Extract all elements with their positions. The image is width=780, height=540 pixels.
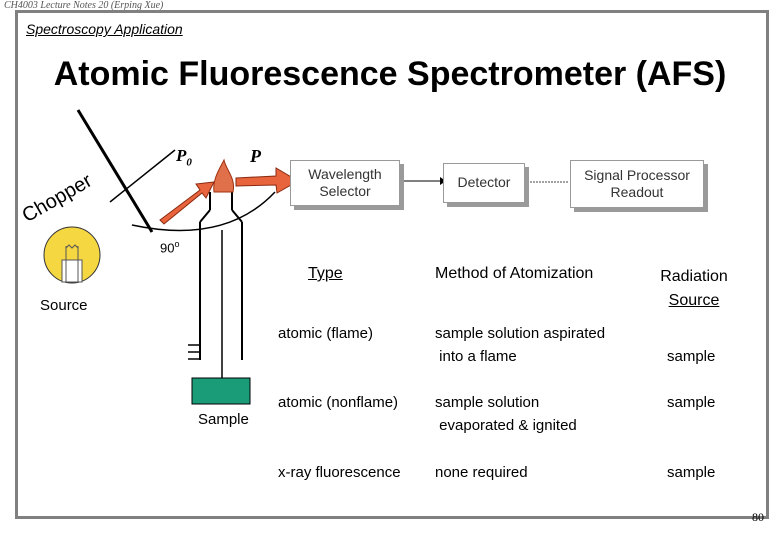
signal-processor-line2: Readout [610,184,664,200]
table-row-radiation: sample [667,464,716,481]
fluorescence-arrow-icon [235,167,299,194]
table-row-method-line1: sample solution [435,394,540,411]
slide-title: Atomic Fluorescence Spectrometer (AFS) [53,55,727,93]
table-row-method-line2: evaporated & ignited [435,416,577,434]
excitation-arrow-icon [159,181,215,225]
table-row-method: sample solution evaporated & ignited [435,392,577,437]
page-number: 80 [752,510,764,524]
table-row-radiation: sample [667,394,716,411]
table-row-method-line1: sample solution aspirated [435,325,606,342]
p0-subscript: 0 [186,156,192,169]
lecture-header: CH4003 Lecture Notes 20 (Erping Xue) [4,0,164,11]
col-header-method: Method of Atomization [435,265,594,282]
wavelength-selector-line1: Wavelength [308,165,382,182]
angle-degree-sup: o [174,239,180,249]
col-header-type: Type [308,265,343,282]
col-header-radiation-line1: Radiation [660,268,728,285]
sample-beaker [191,377,251,405]
flame-icon [213,158,235,193]
detector-label: Detector [457,174,511,191]
table-row-type: atomic (flame) [278,325,374,342]
table-row-method-line2: into a flame [435,347,517,365]
col-header-radiation: Radiation Source [650,265,738,313]
p0-label: P0 [176,146,192,169]
signal-processor-line1: Signal Processor [584,166,690,183]
table-row-type: atomic (nonflame) [278,394,399,411]
source-label: Source [40,297,88,314]
table-row-radiation: sample [667,348,716,365]
table-row-method: none required [435,464,528,481]
angle-label: 90o [160,239,180,256]
lamp-bulb-icon [43,226,101,284]
chopper-blade [76,109,154,233]
source-arm [109,149,176,203]
slide-frame [15,10,769,519]
wavelength-selector-line2: Selector [319,183,371,199]
angle-arc [131,191,276,232]
table-row-method: sample solution aspirated into a flame [435,323,605,368]
table-row-type: x-ray fluorescence [278,464,401,481]
col-header-radiation-line2: Source [668,292,720,309]
sample-label: Sample [198,411,249,428]
slide-subtitle: Spectroscopy Application [26,21,183,37]
p-label: P [250,146,261,166]
detector-box: Detector [443,163,525,203]
